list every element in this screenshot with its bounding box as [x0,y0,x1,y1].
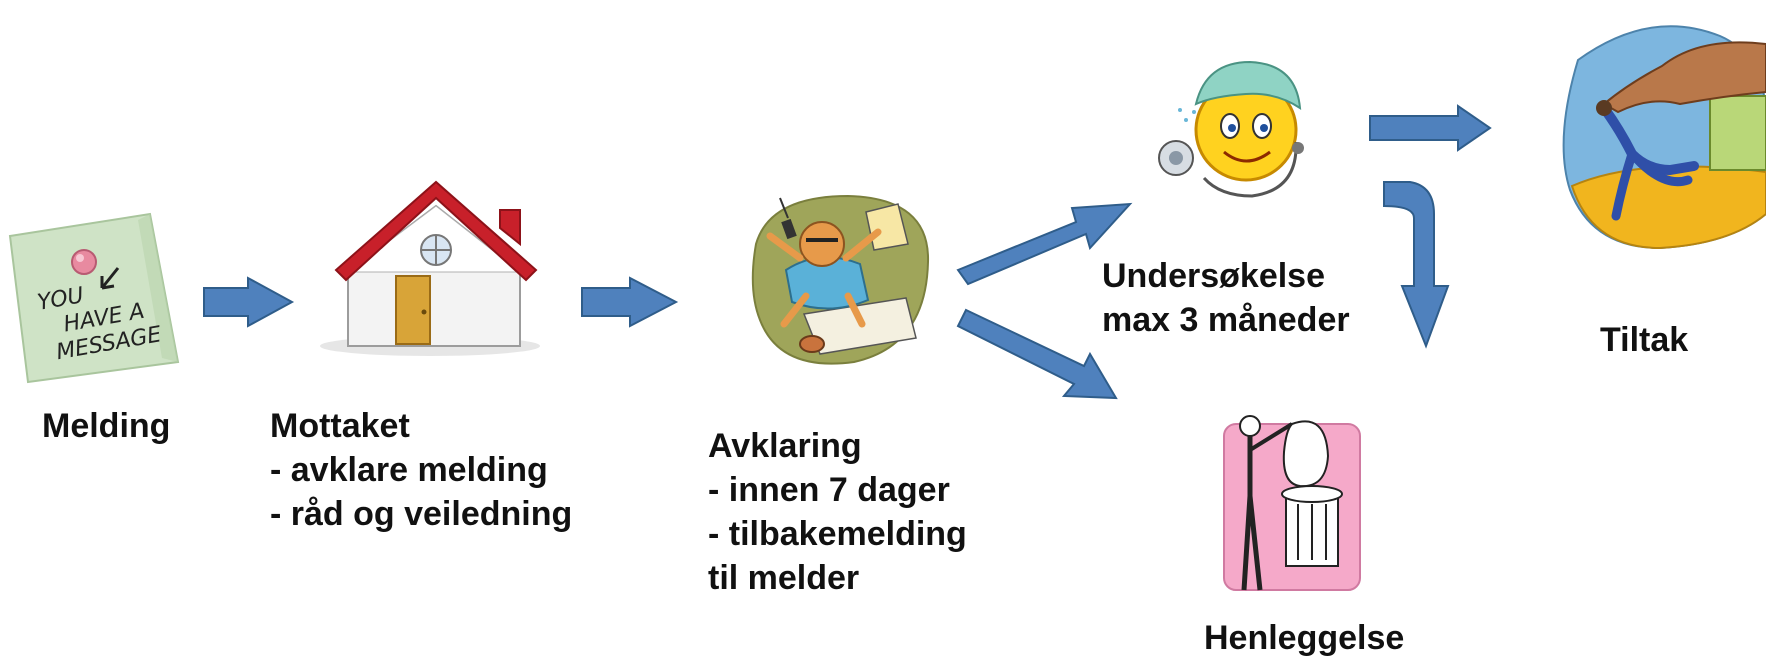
undersokelse-line-1: Undersøkelse [1102,257,1325,295]
label-avklaring: Avklaring - innen 7 dager - tilbakemeldi… [708,424,967,600]
mottaket-line-2: - råd og veiledning [270,495,573,533]
undersokelse-line-2: max 3 måneder [1102,301,1350,339]
avklaring-line-1: - innen 7 dager [708,471,950,509]
avklaring-line-3: til melder [708,559,860,597]
label-undersokelse: Undersøkelse max 3 måneder [1102,254,1350,342]
label-henleggelse: Henleggelse [1204,616,1404,660]
smiley-doctor-icon [1158,60,1304,198]
tiltak-title: Tiltak [1600,321,1689,359]
trash-bag-icon [1223,415,1361,591]
mottaket-line-1: - avklare melding [270,451,548,489]
avklaring-line-2: - tilbakemelding [708,515,967,553]
mottaket-title: Mottaket [270,407,410,445]
henleggelse-title: Henleggelse [1204,619,1405,657]
busy-office-worker-icon [751,194,930,365]
label-mottaket: Mottaket - avklare melding - råd og veil… [270,404,572,536]
helping-hand-icon [1562,25,1766,250]
avklaring-title: Avklaring [708,427,862,465]
melding-title: Melding [42,407,171,445]
label-melding: Melding [42,404,170,448]
arrow-melding-mottaket [203,276,295,328]
arrow-avklaring-henleggelse [956,308,1118,400]
arrow-undersokelse-henleggelse [1383,181,1450,349]
arrow-undersokelse-tiltak [1369,104,1492,152]
arrow-mottaket-avklaring [581,276,679,328]
arrow-avklaring-undersokelse [956,202,1133,286]
sticky-note-icon: YOU HAVE A MESSAGE [8,212,180,384]
label-tiltak: Tiltak [1600,318,1688,362]
house-icon [320,180,540,356]
